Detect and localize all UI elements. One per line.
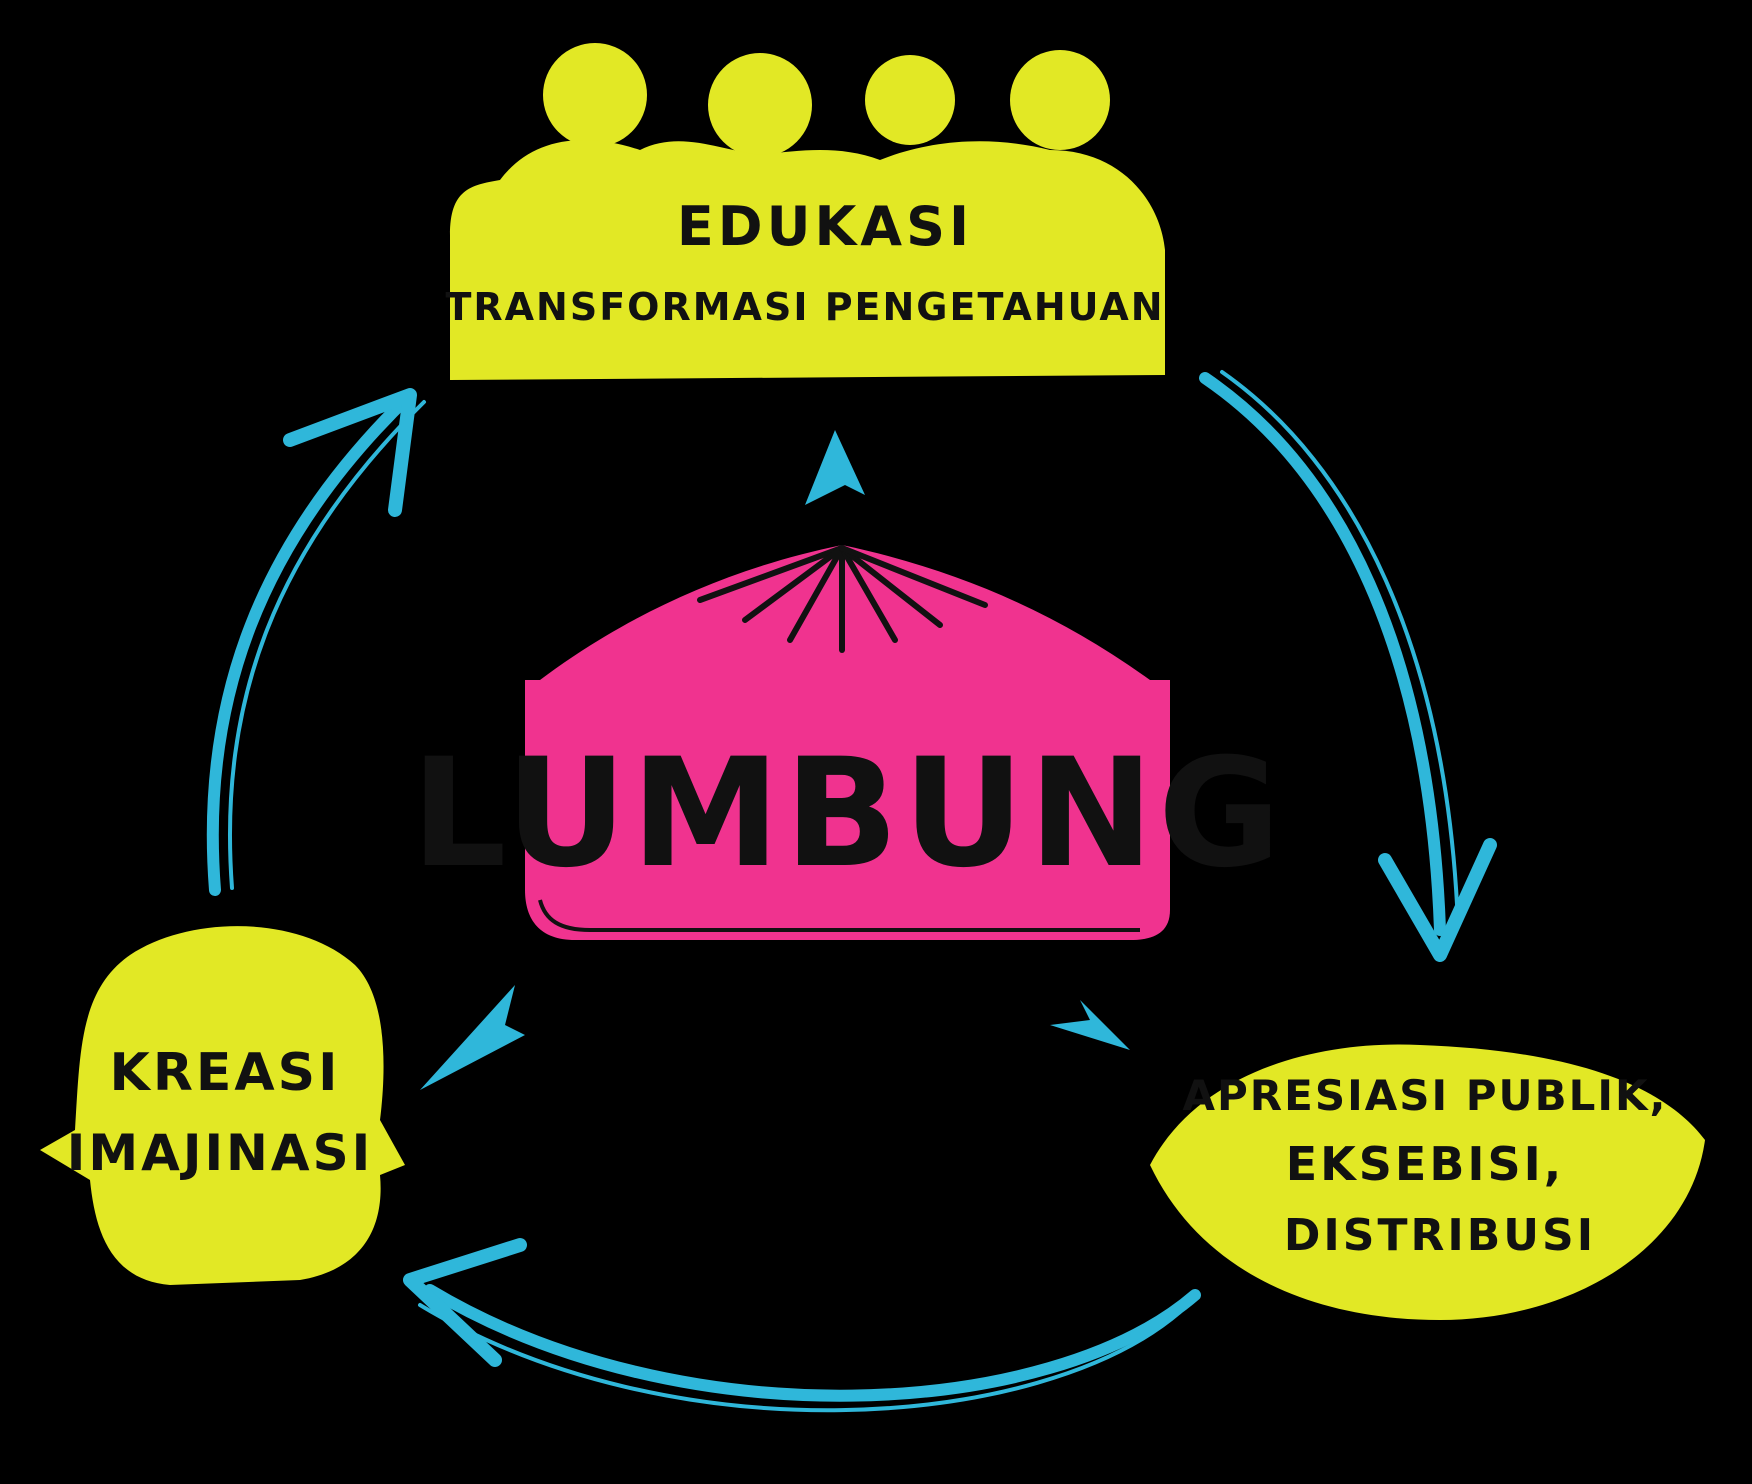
- radial-arrowhead-up: [805, 430, 865, 505]
- arrow-kreasi-to-edukasi: [206, 389, 416, 896]
- center-lumbung: LUMBUNG: [411, 545, 1285, 940]
- arrowhead-top-left: [283, 388, 417, 517]
- arrow-edukasi-to-apresiasi: [1199, 372, 1446, 936]
- arrowhead-right: [1378, 838, 1497, 962]
- people-group-icon: [450, 43, 1165, 380]
- edukasi-subtitle: TRANSFORMASI PENGETAHUAN: [445, 285, 1164, 329]
- eye-shape-icon: [1150, 1044, 1705, 1320]
- node-kreasi: KREASI IMAJINASI: [40, 926, 405, 1285]
- radial-arrowhead-down-right: [1050, 1000, 1130, 1050]
- node-apresiasi: APRESIASI PUBLIK, EKSEBISI, DISTRIBUSI: [1150, 1044, 1705, 1320]
- edukasi-title: EDUKASI: [677, 195, 973, 258]
- node-edukasi: EDUKASI TRANSFORMASI PENGETAHUAN: [445, 43, 1165, 380]
- lumbung-label: LUMBUNG: [411, 727, 1285, 901]
- apresiasi-line3: DISTRIBUSI: [1284, 1210, 1596, 1261]
- radial-arrowhead-down-left: [420, 985, 525, 1090]
- arrowhead-bottom: [403, 1238, 527, 1367]
- cycle-arrows: [206, 370, 1497, 1413]
- head-icon: [40, 926, 405, 1285]
- radial-arrows: [420, 430, 1130, 1090]
- kreasi-title: KREASI: [110, 1043, 341, 1103]
- barn-icon: [525, 545, 1170, 940]
- kreasi-subtitle: IMAJINASI: [67, 1124, 373, 1182]
- apresiasi-line1: APRESIASI PUBLIK,: [1183, 1071, 1668, 1120]
- arrow-apresiasi-to-kreasi: [424, 1284, 1201, 1402]
- apresiasi-line2: EKSEBISI,: [1286, 1137, 1565, 1191]
